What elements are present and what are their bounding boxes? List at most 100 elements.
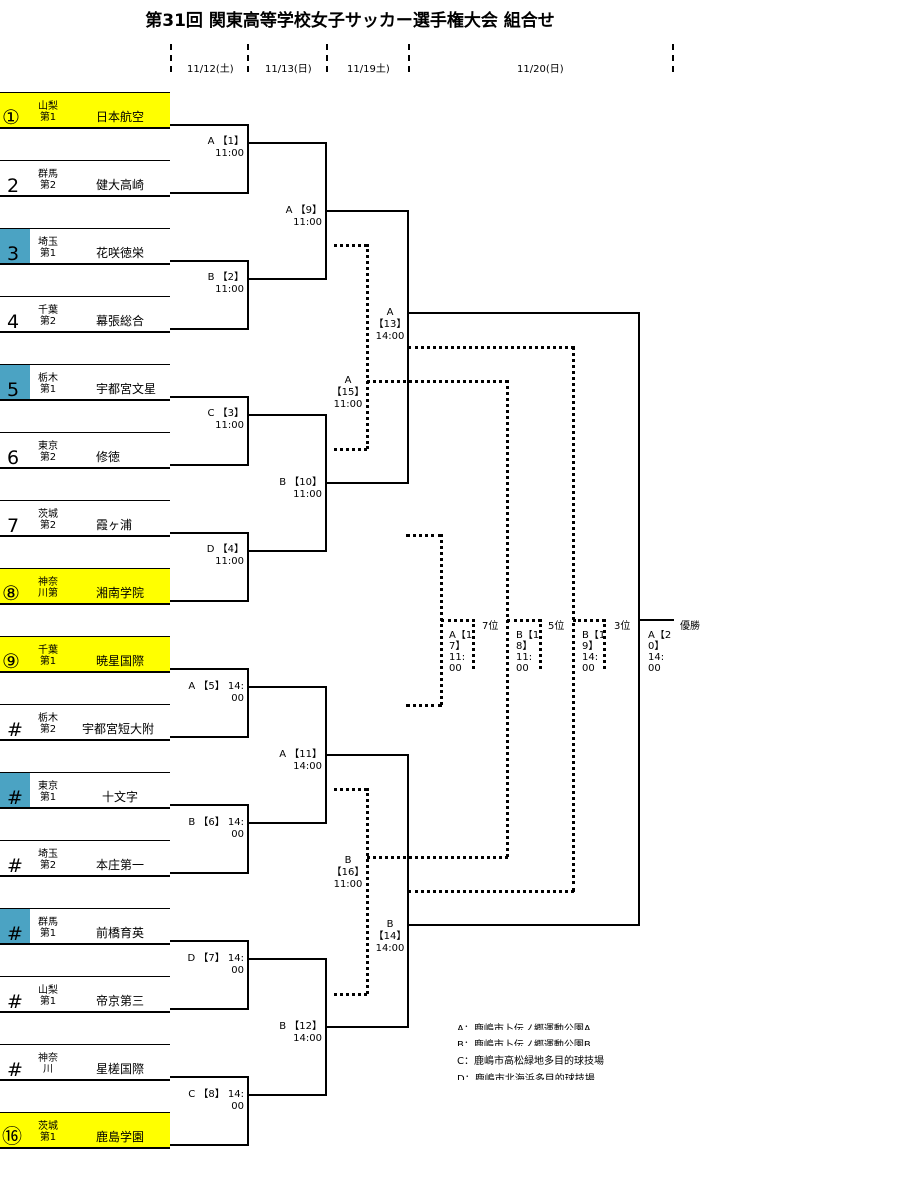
team-prefecture: 山梨第1 [38, 985, 58, 1007]
consolation-line [408, 890, 574, 893]
team-row: # 神奈川 星槎国際 [0, 1044, 170, 1081]
bracket-line [170, 124, 248, 126]
team-seed: 4 [7, 311, 20, 333]
match-label: D 【7】 14:00 [187, 953, 244, 976]
seed-highlight [0, 365, 30, 399]
team-prefecture: 千葉第2 [38, 305, 58, 327]
team-row: 7 茨城第2 霞ヶ浦 [0, 500, 170, 537]
match-label: B 【2】11:00 [207, 272, 244, 295]
team-name: 暁星国際 [96, 654, 145, 668]
bracket-line [170, 260, 248, 262]
team-row: # 栃木第2 宇都宮短大附 [0, 704, 170, 741]
team-name: 幕張総合 [96, 314, 145, 328]
team-seed: # [7, 719, 23, 741]
team-prefecture: 茨城第1 [38, 1121, 58, 1143]
consolation-line [367, 856, 508, 859]
bracket-line [170, 464, 248, 466]
team-prefecture: 神奈川第 [38, 577, 58, 599]
team-seed: # [7, 787, 23, 809]
third-place-label: 3位 [614, 621, 631, 632]
date-divider [672, 44, 674, 72]
team-row: 5 栃木第1 宇都宮文星 [0, 364, 170, 401]
bracket-line [170, 600, 248, 602]
date-label: 11/12(土) [187, 64, 234, 75]
consolation-line [539, 619, 542, 669]
match-label: A 【1】11:00 [207, 136, 244, 159]
team-seed: # [7, 991, 23, 1013]
match-label: C 【8】 14:00 [188, 1089, 244, 1112]
match-label: A 【9】11:00 [285, 205, 322, 228]
bracket-line [170, 532, 248, 534]
team-row: ⑨ 千葉第1 暁星国際 [0, 636, 170, 673]
team-name: 湘南学院 [96, 586, 145, 600]
bracket-line [170, 1144, 248, 1146]
team-prefecture: 茨城第2 [38, 509, 58, 531]
consolation-line [366, 244, 369, 449]
fifth-place-label: 5位 [548, 621, 565, 632]
consolation-line [507, 619, 541, 622]
bracket-line [247, 532, 249, 602]
consolation-line [573, 619, 605, 622]
team-name: 花咲徳栄 [96, 246, 145, 260]
seed-highlight [0, 229, 30, 263]
bracket-line [248, 142, 327, 144]
bracket-line [247, 804, 249, 874]
team-prefecture: 山梨第1 [38, 101, 58, 123]
bracket-line [170, 1076, 248, 1078]
team-seed: ⑨ [2, 649, 20, 673]
consolation-line [408, 346, 574, 349]
bracket-line [247, 668, 249, 738]
bracket-line [326, 482, 409, 484]
winner-label: 優勝 [680, 621, 700, 632]
match-label: B【16】11:00 [331, 855, 365, 890]
bracket-line [248, 414, 327, 416]
consolation-line [406, 704, 442, 707]
bracket-line [247, 940, 249, 1010]
page-title: 第31回 関東高等学校女子サッカー選手権大会 組合せ [145, 11, 555, 31]
team-row: # 埼玉第2 本庄第一 [0, 840, 170, 877]
bracket-line [170, 396, 248, 398]
team-name: 本庄第一 [96, 858, 145, 872]
bracket-line [170, 328, 248, 330]
bracket-line [170, 1008, 248, 1010]
team-row: 4 千葉第2 幕張総合 [0, 296, 170, 333]
team-row: 3 埼玉第1 花咲徳栄 [0, 228, 170, 265]
venue-legend-item: D：鹿嶋市北海浜多目的球技場 [457, 1074, 595, 1080]
bracket-line [170, 872, 248, 874]
bracket-line [170, 804, 248, 806]
venue-legend-item: A：鹿嶋市卜伝ノ郷運動公園A [457, 1024, 591, 1030]
team-name: 十文字 [102, 790, 139, 804]
team-prefecture: 東京第1 [38, 781, 58, 803]
match-label: D 【4】11:00 [206, 544, 244, 567]
team-row: # 山梨第1 帝京第三 [0, 976, 170, 1013]
venue-legend-item: C：鹿嶋市高松緑地多目的球技場 [457, 1056, 604, 1067]
team-row: ⑯ 茨城第1 鹿島学園 [0, 1112, 170, 1149]
date-label: 11/19土) [347, 64, 390, 75]
venue-legend-item: B：鹿嶋市卜伝ノ郷運動公園B [457, 1040, 591, 1046]
match-label: B 【12】14:00 [279, 1021, 322, 1044]
consolation-line [603, 619, 606, 669]
bracket-line [170, 736, 248, 738]
bracket-line [247, 260, 249, 330]
team-name: 星槎国際 [96, 1062, 145, 1076]
team-row: 6 東京第2 修徳 [0, 432, 170, 469]
team-seed: 3 [7, 243, 20, 265]
bracket-line [248, 822, 327, 824]
date-divider [247, 44, 249, 72]
consolation-line [334, 448, 367, 451]
bracket-line [248, 686, 327, 688]
date-label: 11/20(日) [517, 64, 564, 75]
consolation-line [334, 244, 367, 247]
bracket-line [408, 312, 640, 314]
bracket-line [247, 396, 249, 466]
team-name: 帝京第三 [96, 994, 145, 1008]
consolation-line [334, 993, 367, 996]
bracket-line [326, 210, 409, 212]
team-prefecture: 千葉第1 [38, 645, 58, 667]
consolation-line [366, 788, 369, 994]
bracket-line [170, 668, 248, 670]
bracket-line [326, 754, 409, 756]
